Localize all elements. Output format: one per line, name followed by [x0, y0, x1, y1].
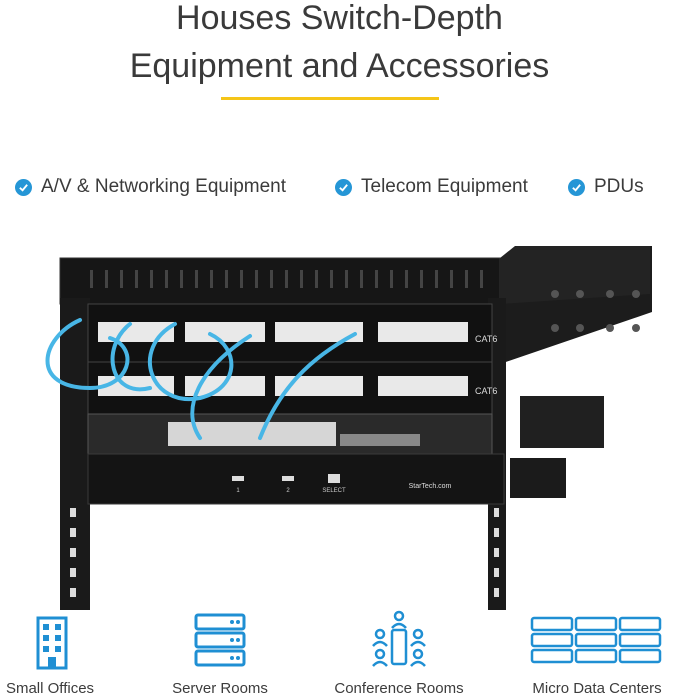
panel-label-1: CAT6 [475, 334, 497, 344]
use-case-label: Micro Data Centers [532, 680, 662, 697]
kvm-select-button [328, 474, 340, 483]
rack-vent-slots [90, 270, 483, 288]
server-icon [194, 613, 246, 667]
kvm-button-2-label: 2 [286, 488, 290, 494]
rail-holes [70, 508, 499, 597]
side-bracket [510, 458, 566, 498]
check-circle-icon [568, 178, 585, 196]
side-device [520, 396, 604, 448]
kvm-button-1 [232, 476, 244, 481]
rack-left-rail [60, 298, 90, 610]
use-case-label: Small Offices [5, 680, 95, 697]
kvm-switch [87, 453, 505, 505]
heading-underline [221, 97, 439, 100]
use-case-label: Conference Rooms [334, 680, 464, 697]
use-case-item: Conference Rooms [334, 610, 464, 697]
patch-cables [45, 318, 357, 440]
feature-item: A/V & Networking Equipment [15, 176, 286, 198]
use-case-label: Server Rooms [172, 680, 268, 697]
feature-item: PDUs [568, 176, 644, 198]
use-case-item: Micro Data Centers [530, 610, 662, 697]
rack-side-holes [551, 290, 640, 332]
heading-line-1: Houses Switch-Depth [176, 0, 503, 37]
use-case-item: Small Offices [0, 610, 100, 697]
kvm-select-label: SELECT [322, 488, 346, 494]
heading-line-2: Equipment and Accessories [129, 47, 550, 85]
kvm-button-1-label: 1 [236, 488, 240, 494]
patch-panel-1-ports [98, 322, 468, 342]
rack-side-panel [500, 246, 650, 304]
data-center-icon [530, 616, 662, 664]
feature-label: Telecom Equipment [361, 176, 528, 197]
sfp-ports [340, 434, 420, 446]
feature-item: Telecom Equipment [335, 176, 528, 198]
use-case-list: Small Offices Server Rooms Conference Ro… [0, 610, 679, 699]
rack-top-panel [59, 257, 501, 305]
check-circle-icon [15, 178, 32, 196]
conference-icon [372, 610, 426, 667]
office-building-icon [36, 616, 68, 670]
panel-label-2: CAT6 [475, 386, 497, 396]
check-circle-icon [335, 178, 352, 196]
brand-label: StarTech.com [409, 483, 452, 490]
rack-illustration: CAT6 CAT6 1 2 SELECT StarTech.com [45, 246, 652, 610]
feature-list: A/V & Networking Equipment Telecom Equip… [0, 176, 679, 202]
use-case-item: Server Rooms [170, 610, 270, 697]
feature-label: A/V & Networking Equipment [41, 176, 287, 197]
feature-label: PDUs [594, 176, 644, 197]
kvm-button-2 [282, 476, 294, 481]
heading: Houses Switch-Depth Equipment and Access… [0, 0, 679, 90]
